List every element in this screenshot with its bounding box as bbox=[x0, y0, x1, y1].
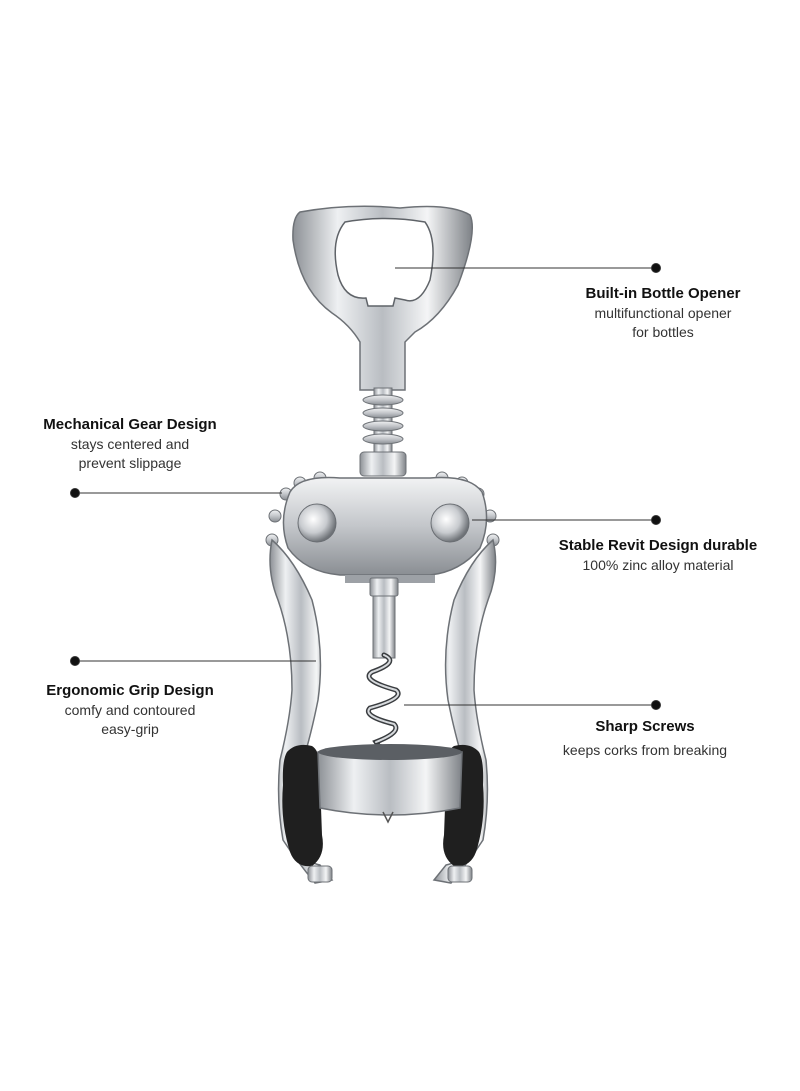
callout-sharp-screws: Sharp Screws keeps corks from breaking bbox=[535, 717, 755, 760]
callout-title: Ergonomic Grip Design bbox=[46, 682, 214, 699]
callout-desc: easy-grip bbox=[101, 721, 159, 737]
right-rivet bbox=[430, 503, 470, 543]
callout-title: Sharp Screws bbox=[595, 718, 695, 735]
callout-bottle-opener: Built-in Bottle Opener multifunctional o… bbox=[548, 284, 778, 342]
callout-desc: stays centered and bbox=[70, 436, 190, 452]
callout-revit-design: Stable Revit Design durable 100% zinc al… bbox=[528, 536, 788, 575]
callout-desc: prevent slippage bbox=[78, 455, 182, 471]
callout-grip-design: Ergonomic Grip Design comfy and contoure… bbox=[20, 681, 240, 739]
worm-screw bbox=[366, 652, 401, 751]
opener-hole bbox=[334, 217, 434, 307]
callout-title: Stable Revit Design durable bbox=[558, 537, 758, 554]
callout-desc: multifunctional opener bbox=[594, 305, 732, 321]
left-grip bbox=[282, 744, 323, 867]
callout-desc: for bottles bbox=[632, 324, 694, 340]
callout-gear-design: Mechanical Gear Design stays centered an… bbox=[20, 415, 240, 473]
callout-desc: comfy and contoured bbox=[64, 702, 196, 718]
base-cup bbox=[317, 751, 463, 816]
leader-lines bbox=[70, 263, 661, 710]
body-head bbox=[282, 476, 488, 576]
callout-desc: 100% zinc alloy material bbox=[582, 557, 734, 573]
callout-desc: keeps corks from breaking bbox=[562, 742, 728, 758]
callout-title: Mechanical Gear Design bbox=[43, 416, 217, 433]
callout-title: Built-in Bottle Opener bbox=[585, 285, 741, 302]
left-rivet bbox=[297, 503, 337, 543]
